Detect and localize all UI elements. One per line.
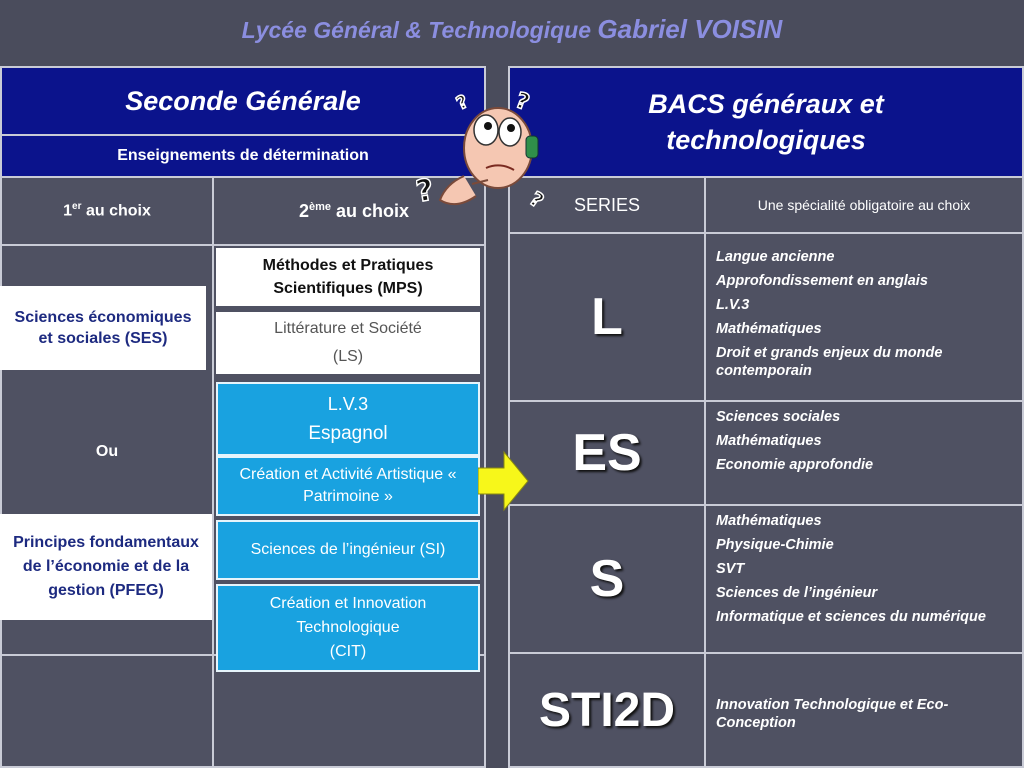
thinking-face-icon: ? ? ? ? bbox=[416, 87, 549, 213]
spec-list-es: Sciences sociales Mathématiques Economie… bbox=[716, 408, 1012, 480]
cap-option: Création et Activité Artistique « Patrim… bbox=[216, 456, 480, 516]
list-item: Economie approfondie bbox=[716, 457, 874, 473]
divider bbox=[510, 176, 1022, 178]
spec-list-sti2d: Innovation Technologique et Eco-Concepti… bbox=[716, 696, 1012, 738]
col2-header: 2ème au choix bbox=[298, 200, 410, 221]
divider bbox=[212, 178, 214, 766]
seconde-title: Seconde Générale bbox=[2, 68, 484, 134]
serie-sti2d: STI2D bbox=[538, 683, 676, 737]
ou-label: Ou bbox=[95, 443, 119, 460]
ls-option: Littérature et Société(LS) bbox=[216, 312, 480, 374]
spec-list-l: Langue ancienne Approfondissement en ang… bbox=[716, 248, 1012, 386]
list-item: L.V.3 bbox=[716, 297, 750, 313]
divider bbox=[2, 134, 484, 136]
svg-text:?: ? bbox=[453, 91, 471, 114]
serie-l: L bbox=[591, 288, 623, 346]
svg-text:?: ? bbox=[512, 88, 533, 116]
serie-s: S bbox=[589, 550, 625, 608]
list-item: Physique-Chimie bbox=[716, 537, 834, 553]
series-header: SERIES bbox=[573, 194, 641, 215]
divider bbox=[704, 178, 706, 766]
page-title: Lycée Général & Technologique Gabriel VO… bbox=[0, 14, 1024, 45]
list-item: Mathématiques bbox=[716, 513, 822, 529]
bacs-panel bbox=[508, 66, 1024, 768]
si-option: Sciences de l’ingénieur (SI) bbox=[216, 520, 480, 580]
spec-header: Une spécialité obligatoire au choix bbox=[757, 197, 971, 213]
serie-es: ES bbox=[572, 424, 642, 482]
pfeg-option: Principes fondamentaux de l’économie et … bbox=[0, 514, 212, 620]
divider bbox=[510, 504, 1022, 506]
arrow-right-icon bbox=[478, 450, 529, 512]
title-part-a: Lycée Général & Technologique bbox=[241, 17, 591, 43]
spec-list-s: Mathématiques Physique-Chimie SVT Scienc… bbox=[716, 512, 1012, 632]
list-item: Langue ancienne bbox=[716, 249, 835, 265]
divider bbox=[510, 400, 1022, 402]
divider bbox=[2, 176, 484, 178]
bacs-title: BACS généraux et technologiques bbox=[510, 68, 1022, 176]
svg-text:?: ? bbox=[416, 172, 437, 209]
ses-option: Sciences économiques et sociales (SES) bbox=[0, 286, 206, 370]
list-item: Mathématiques bbox=[716, 321, 822, 337]
list-item: Innovation Technologique et Eco-Concepti… bbox=[716, 697, 949, 731]
list-item: Droit et grands enjeux du monde contempo… bbox=[716, 345, 943, 379]
list-item: Mathématiques bbox=[716, 433, 822, 449]
divider bbox=[510, 232, 1022, 234]
seconde-subtitle: Enseignements de détermination bbox=[2, 136, 484, 176]
col1-header: 1er au choix bbox=[63, 201, 151, 220]
mps-option: Méthodes et Pratiques Scientifiques (MPS… bbox=[216, 248, 480, 306]
list-item: Sciences de l’ingénieur bbox=[716, 585, 878, 601]
cit-option: Création et Innovation Technologique(CIT… bbox=[216, 584, 480, 672]
list-item: Sciences sociales bbox=[716, 409, 841, 425]
list-item: Informatique et sciences du numérique bbox=[716, 609, 986, 625]
divider bbox=[2, 244, 484, 246]
divider bbox=[510, 652, 1022, 654]
svg-text:?: ? bbox=[525, 186, 548, 212]
list-item: SVT bbox=[716, 561, 745, 577]
list-item: Approfondissement en anglais bbox=[716, 273, 928, 289]
title-part-b: Gabriel VOISIN bbox=[597, 14, 783, 44]
